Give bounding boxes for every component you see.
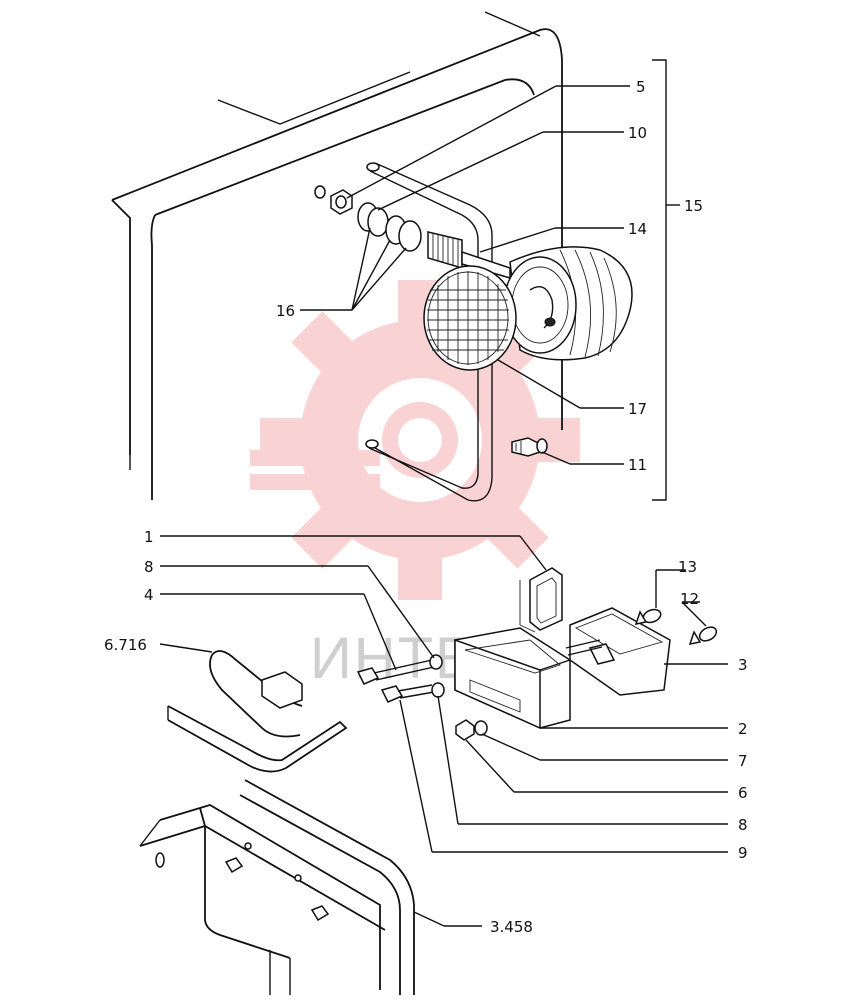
callout-labels: 5 10 14 15 16 17 11 1 8 4 13 12 3 6.716 … <box>104 78 748 936</box>
callout-13: 13 <box>678 558 697 576</box>
leader-lines <box>159 85 728 927</box>
callout-12: 12 <box>680 590 699 608</box>
round-work-lamp <box>423 246 633 371</box>
callout-8-upper: 8 <box>144 558 154 576</box>
callout-11: 11 <box>628 456 647 474</box>
callout-15: 15 <box>684 197 703 215</box>
lower-cab-outline <box>139 779 415 995</box>
callout-3458: 3.458 <box>490 918 533 936</box>
bulb-11 <box>511 437 548 457</box>
washer-stack <box>314 185 511 279</box>
callout-10: 10 <box>628 124 647 142</box>
callout-5: 5 <box>636 78 646 96</box>
small-bulbs <box>634 608 718 645</box>
screws-nuts <box>356 639 603 741</box>
lens-grid <box>427 271 509 365</box>
callout-3: 3 <box>738 656 748 674</box>
callout-2: 2 <box>738 720 748 738</box>
callout-6: 6 <box>738 784 748 802</box>
callout-17: 17 <box>628 400 647 418</box>
bracket-6716 <box>167 650 348 773</box>
callout-8-lower: 8 <box>738 816 748 834</box>
callout-6716: 6.716 <box>104 636 147 654</box>
callout-7: 7 <box>738 752 748 770</box>
rect-lamp-housing <box>454 627 571 730</box>
callout-1: 1 <box>144 528 154 546</box>
callout-9: 9 <box>738 844 748 862</box>
callout-16: 16 <box>276 302 295 320</box>
lamp-gasket <box>519 567 563 633</box>
group-bracket <box>652 59 667 501</box>
callout-14: 14 <box>628 220 647 238</box>
callout-4: 4 <box>144 586 154 604</box>
cab-outline <box>111 11 563 500</box>
